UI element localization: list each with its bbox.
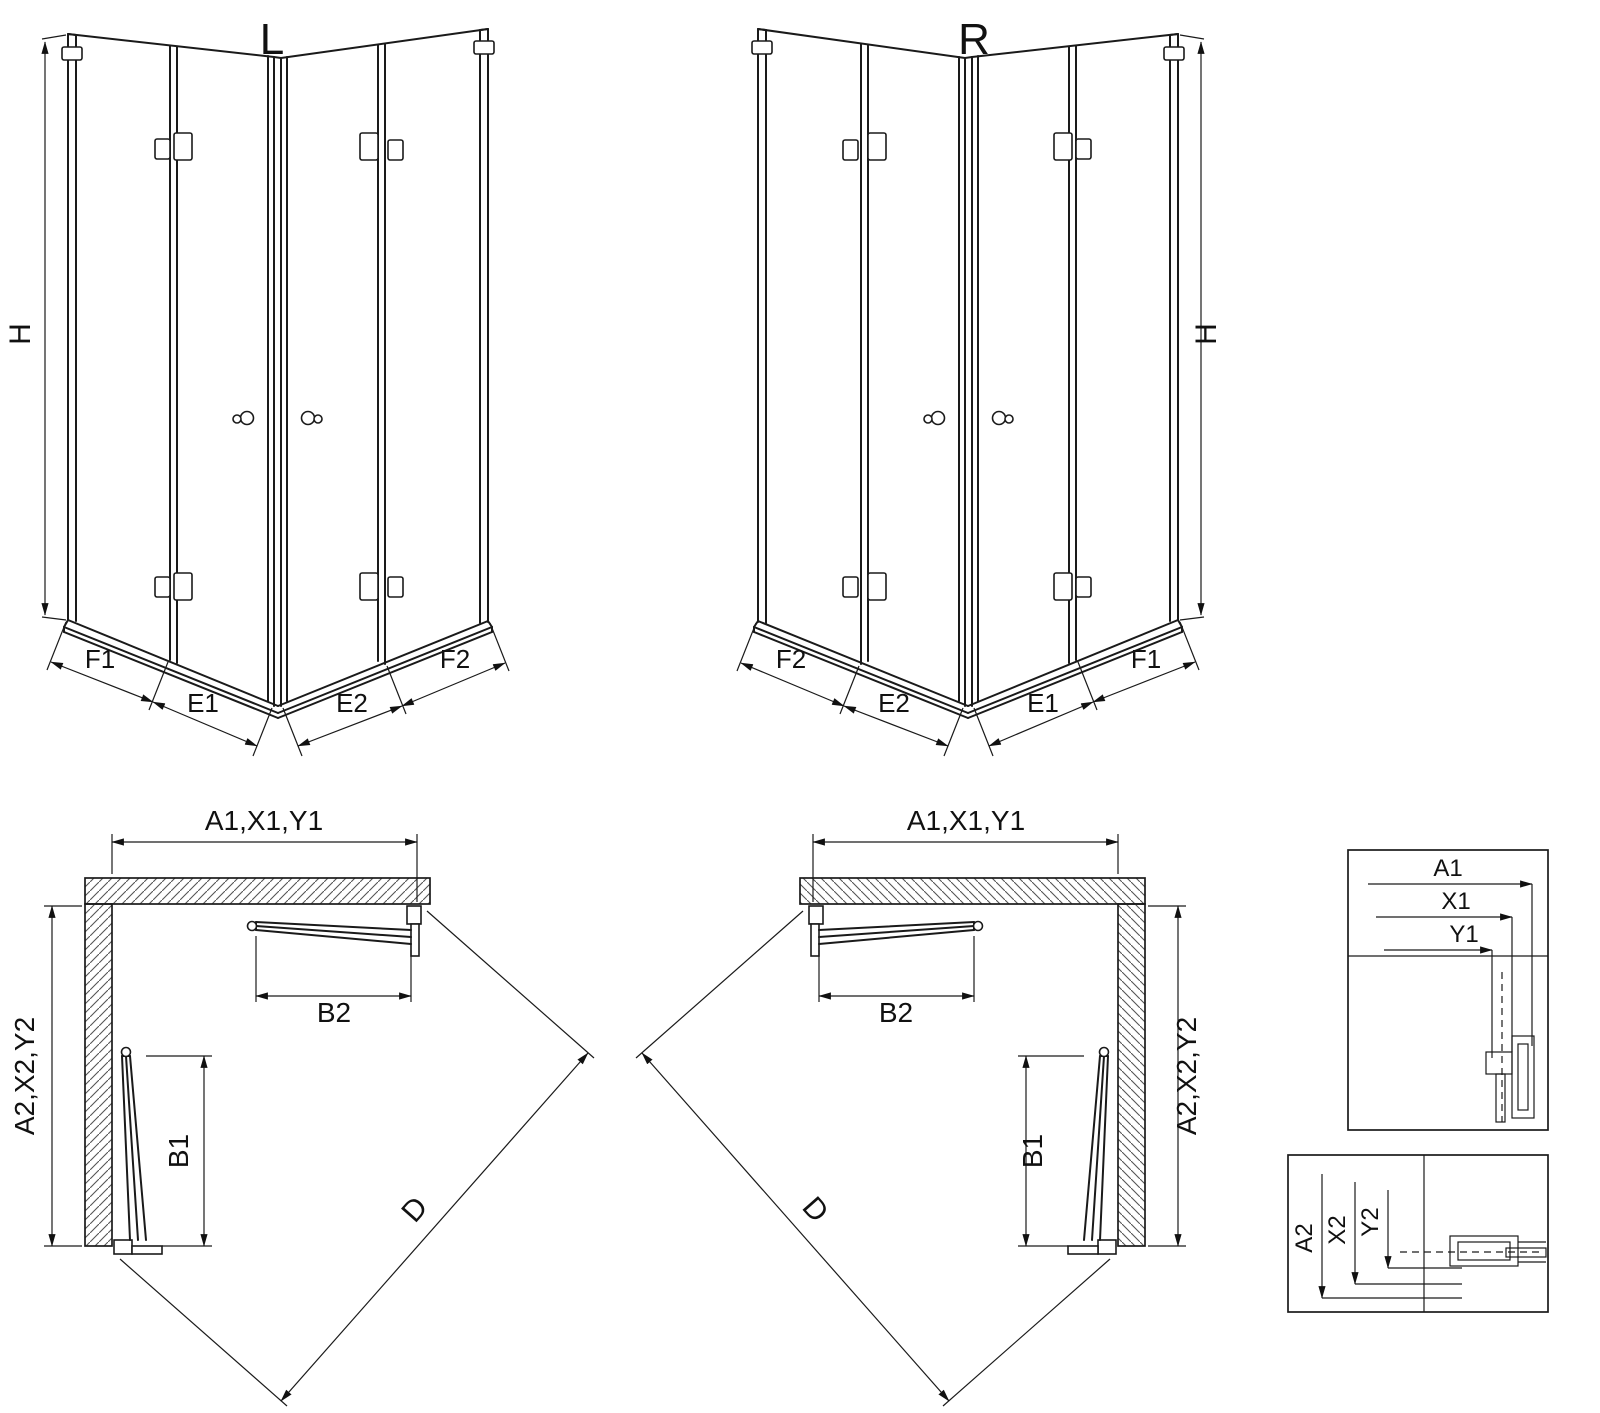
- detail-dim-a2: A2: [1291, 1223, 1318, 1252]
- detail-dim-a1: A1: [1433, 855, 1462, 882]
- wall-profile-section: [1485, 1035, 1535, 1123]
- plan-width-dim-label: A1,X1,Y1: [907, 805, 1025, 836]
- door-b1-dim-label: B1: [163, 1134, 194, 1168]
- detail-frame: [1347, 849, 1549, 1131]
- plan-view-right-drawing: [636, 834, 1186, 1406]
- door-b2-dim-label: B2: [317, 997, 351, 1028]
- plan-width-dim-label: A1,X1,Y1: [205, 805, 323, 836]
- detail-dim-x1: X1: [1441, 888, 1470, 915]
- dim-label-f1: F1: [1131, 644, 1161, 674]
- perspective-right-labels: R H F2 E2 E1 F1: [776, 15, 1223, 718]
- detail-view-depth-profile: A2 X2 Y2: [1287, 1154, 1549, 1313]
- door-b2-dim-label: B2: [879, 997, 913, 1028]
- detail-frame: [1287, 1154, 1549, 1313]
- detail-depth-dim-lines: [1318, 1174, 1462, 1299]
- dim-label-e2: E2: [336, 688, 368, 718]
- perspective-left-labels: L H F1 E1 E2 F2: [4, 15, 470, 718]
- height-dim-label: H: [1190, 323, 1223, 345]
- plan-left-labels: A1,X1,Y1 A2,X2,Y2 B2 B1 D: [9, 805, 434, 1229]
- plan-depth-dim-label: A2,X2,Y2: [1171, 1017, 1202, 1135]
- detail-dim-y2: Y2: [1357, 1207, 1384, 1236]
- plan-view-left-drawing: [44, 834, 594, 1406]
- detail-dim-x2: X2: [1324, 1215, 1351, 1244]
- view-label-right: R: [958, 15, 990, 64]
- dim-label-e2: E2: [878, 688, 910, 718]
- dim-label-f2: F2: [776, 644, 806, 674]
- detail-width-dim-lines: [1368, 880, 1533, 1058]
- dim-label-f2: F2: [440, 644, 470, 674]
- diagonal-dim-label: D: [395, 1191, 434, 1229]
- detail-view-width-profile: A1 X1 Y1: [1347, 849, 1549, 1131]
- dim-label-f1: F1: [85, 644, 115, 674]
- diagonal-dim-label: D: [796, 1191, 835, 1229]
- dim-label-e1: E1: [1027, 688, 1059, 718]
- view-label-left: L: [260, 15, 284, 64]
- height-dim-label: H: [4, 323, 37, 345]
- door-b1-dim-label: B1: [1017, 1134, 1048, 1168]
- detail-dim-y1: Y1: [1449, 921, 1478, 948]
- wall-profile-section: [1449, 1235, 1547, 1267]
- dim-label-e1: E1: [187, 688, 219, 718]
- plan-depth-dim-label: A2,X2,Y2: [9, 1017, 40, 1135]
- plan-right-labels: A1,X1,Y1 A2,X2,Y2 B2 B1 D: [796, 805, 1202, 1229]
